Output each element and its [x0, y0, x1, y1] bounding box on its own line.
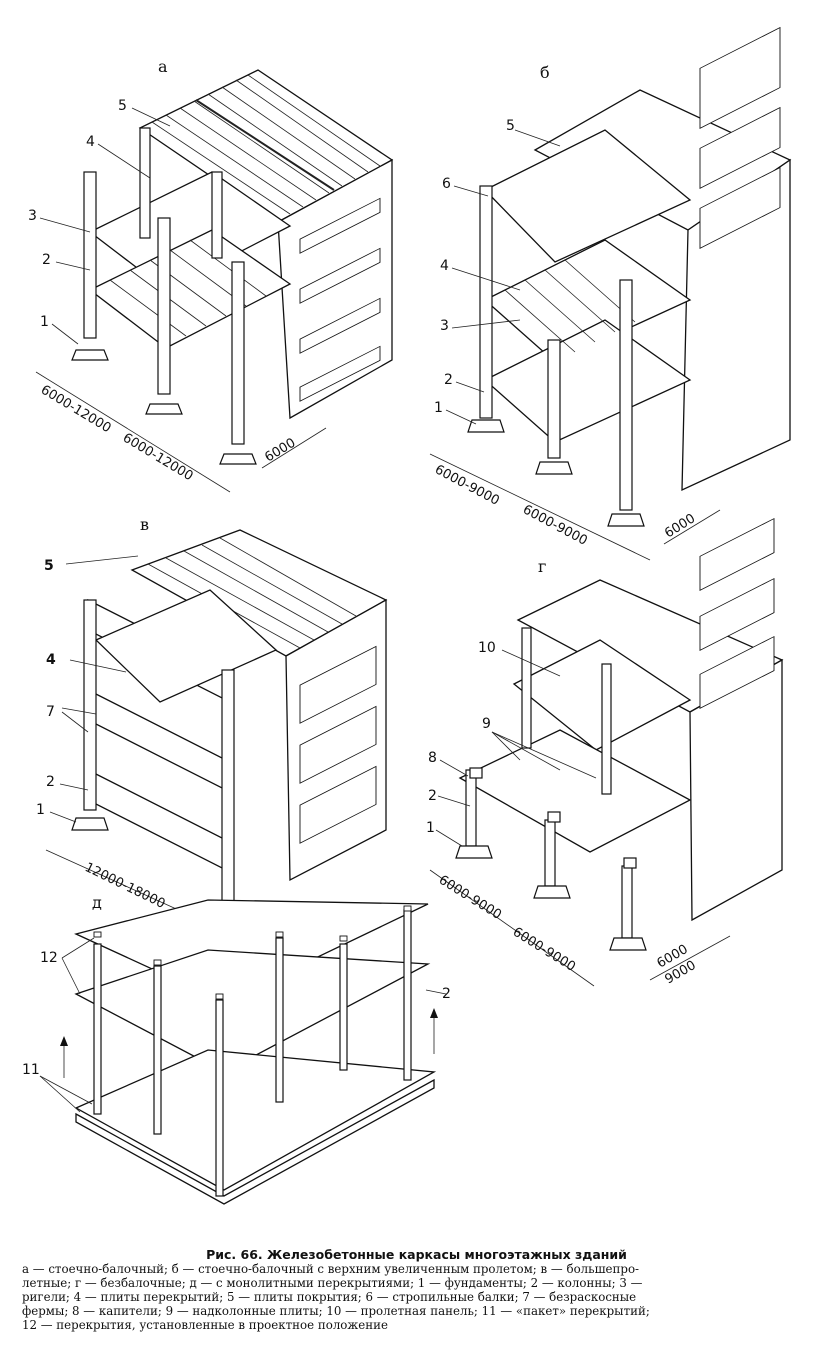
legend-line: фермы; 8 — капители; 9 — надколонные пли… — [22, 1304, 650, 1318]
panel-a-label-girder: 3 — [28, 208, 37, 224]
figure-title: Рис. 66. Железобетонные каркасы многоэта… — [206, 1247, 627, 1262]
panel-a-dim-1: 6000-12000 — [38, 383, 114, 437]
panel-b-label-floor-slab: 4 — [440, 258, 449, 274]
panel-b-drawing: б 5 6 4 3 — [429, 26, 792, 561]
panel-a-dim-2: 6000-12000 — [120, 431, 196, 485]
panel-g-column-1 — [465, 769, 477, 847]
panel-b-foundations — [467, 419, 645, 527]
panel-b-letter: б — [540, 63, 550, 82]
panel-d-label-installed-slabs: 12 — [40, 950, 58, 966]
panel-g-foundations — [455, 845, 647, 951]
panel-d-letter: д — [92, 893, 102, 912]
panel-b-label-roof-slab: 5 — [506, 118, 515, 134]
panel-v-column-2 — [221, 669, 235, 905]
panel-a-label-roof-slab: 5 — [118, 98, 127, 114]
panel-v-column-1 — [83, 599, 97, 811]
figure-caption: Рис. 66. Железобетонные каркасы многоэта… — [0, 1247, 833, 1332]
panel-a-column-1 — [83, 171, 97, 339]
panel-g-label-column: 2 — [428, 788, 437, 804]
panel-v-floor-slab — [94, 589, 278, 703]
panel-g-column-2 — [544, 819, 556, 887]
panel-g-column-3 — [621, 865, 633, 939]
panel-g-capitals — [469, 767, 637, 869]
panel-a-letter: а — [158, 57, 168, 76]
panel-v-label-floor-slab: 4 — [46, 652, 56, 668]
panel-v-drawing: в 5 — [36, 515, 388, 948]
panel-a-label-floor-slab: 4 — [86, 134, 95, 150]
legend-line: ригели; 4 — плиты перекрытий; 5 — плиты … — [22, 1290, 637, 1304]
panel-a-label-foundation: 1 — [40, 314, 49, 330]
panel-a-facade-wall — [277, 158, 393, 420]
panel-b-dim-3: 6000 — [662, 511, 698, 541]
panel-a-label-column: 2 — [42, 252, 51, 268]
panel-d-label-column: 2 — [442, 986, 451, 1002]
legend-line: а — стоечно-балочный; б — стоечно-балочн… — [22, 1262, 640, 1276]
panel-b-label-girder: 3 — [440, 318, 449, 334]
legend-line: 12 — перекрытия, установленные в проектн… — [22, 1318, 388, 1332]
panel-g-letter: г — [538, 557, 546, 576]
panel-g-label-capital: 8 — [428, 750, 437, 766]
frames-illustration: а — [22, 26, 792, 1205]
panel-v-label-roof-slab: 5 — [44, 558, 54, 574]
panel-b-dim-1: 6000-9000 — [432, 462, 502, 509]
panel-b-column-1 — [479, 185, 493, 419]
panel-v-label-foundation: 1 — [36, 802, 45, 818]
panel-d-drawing: д 12 2 11 — [22, 893, 451, 1205]
panel-g-column-slab — [458, 729, 692, 853]
panel-d-slab-package — [74, 1049, 437, 1191]
panel-v-label-truss: 7 — [46, 704, 55, 720]
panel-a-dim-3: 6000 — [262, 436, 298, 466]
panel-b-label-column: 2 — [444, 372, 453, 388]
panel-v-label-column: 2 — [46, 774, 55, 790]
panel-a-column-2 — [157, 217, 171, 395]
panel-d-label-slab-package: 11 — [22, 1062, 40, 1078]
panel-b-label-rafter-beam: 6 — [442, 176, 451, 192]
panel-v-letter: в — [140, 515, 149, 534]
panel-a-drawing: а — [28, 57, 394, 493]
panel-a-column-3 — [231, 261, 245, 445]
panel-g-label-foundation: 1 — [426, 820, 435, 836]
panel-g-drawing: г — [426, 517, 784, 987]
legend-line: летные; г — безбалочные; д — с монолитны… — [22, 1276, 643, 1290]
panel-g-dim-2: 6000-9000 — [510, 925, 578, 975]
panel-b-column-2 — [547, 339, 561, 459]
panel-b-label-foundation: 1 — [434, 400, 443, 416]
panel-b-rafter-beam — [483, 129, 692, 263]
panel-a-foundations — [71, 349, 257, 465]
panel-d-columns — [93, 909, 412, 1197]
figure-legend: а — стоечно-балочный; б — стоечно-балочн… — [0, 1262, 833, 1332]
panel-b-floor-slab-lower — [483, 319, 692, 443]
panel-g-label-span-panel: 10 — [478, 640, 496, 656]
panel-g-label-column-slab: 9 — [482, 716, 491, 732]
panel-g-dim-1: 6000-9000 — [436, 873, 504, 923]
panel-b-column-3 — [619, 279, 633, 511]
